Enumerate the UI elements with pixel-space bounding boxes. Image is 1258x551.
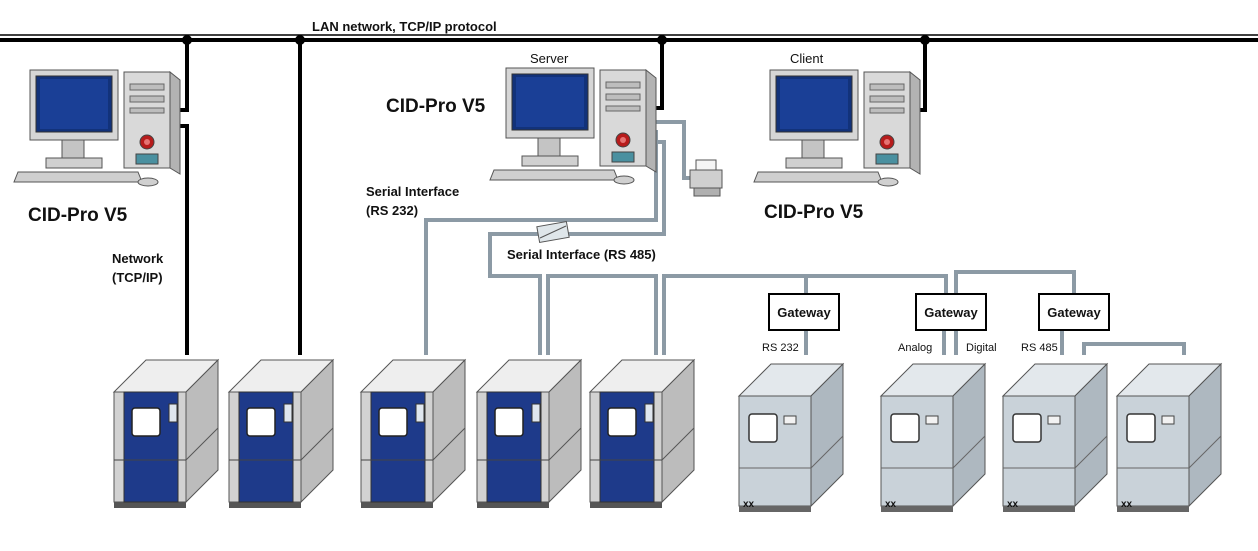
chamber-blue-5 — [589, 359, 695, 509]
gateway-label: Gateway — [924, 305, 978, 320]
lan-node — [295, 35, 305, 45]
lan-node — [657, 35, 667, 45]
link-server-printer — [646, 120, 694, 180]
server-software-label: CID-Pro V5 — [386, 96, 486, 117]
gateway-1: Gateway — [768, 293, 840, 331]
chamber-grey-2 — [880, 363, 986, 513]
chamber-grey-label: xx — [743, 499, 755, 510]
chamber-grey-label: xx — [1121, 499, 1133, 510]
rs485-converter — [536, 220, 570, 244]
server-role-label: Server — [530, 51, 569, 66]
gateway-3-port-rs485: RS 485 — [1021, 342, 1058, 354]
gateway-label: Gateway — [1047, 305, 1101, 320]
serial-rs232-label: Serial Interface (RS 232) — [366, 184, 463, 218]
network-tcpip-label: Network (TCP/IP) — [112, 251, 167, 285]
gateway-label: Gateway — [777, 305, 831, 320]
lan-label: LAN network, TCP/IP protocol — [312, 19, 497, 34]
gateway-1-port-rs232: RS 232 — [762, 342, 799, 354]
gateway-2-port-digital: Digital — [966, 342, 997, 354]
gateway-2: Gateway — [915, 293, 987, 331]
chamber-grey-label: xx — [885, 499, 897, 510]
rs485-bus-d — [954, 270, 1076, 294]
printer-icon — [689, 159, 723, 197]
client-role-label: Client — [790, 51, 824, 66]
gateway3-link-chamber4 — [1082, 342, 1186, 355]
server-computer — [489, 67, 657, 185]
rs485-bus-c — [806, 274, 948, 294]
workstation-1-computer — [13, 69, 181, 187]
gateway-3: Gateway — [1038, 293, 1110, 331]
gateway-2-port-analog: Analog — [898, 342, 932, 354]
client-computer — [753, 69, 921, 187]
serial-rs485-label: Serial Interface (RS 485) — [507, 247, 656, 262]
chamber-blue-4 — [476, 359, 582, 509]
chamber-blue-2 — [228, 359, 334, 509]
chamber-grey-3 — [1002, 363, 1108, 513]
chamber-blue-1 — [113, 359, 219, 509]
lan-node — [182, 35, 192, 45]
lan-node — [920, 35, 930, 45]
rs485-bus-b — [662, 274, 808, 355]
link-serial-rs485 — [488, 140, 666, 355]
client-software-label: CID-Pro V5 — [764, 202, 864, 223]
workstation-1-software-label: CID-Pro V5 — [28, 205, 128, 226]
chamber-grey-label: xx — [1007, 499, 1019, 510]
chamber-grey-4 — [1116, 363, 1222, 513]
lan-nodes — [182, 35, 930, 45]
rs485-bus-a — [546, 274, 658, 355]
chamber-grey-1 — [738, 363, 844, 513]
chamber-blue-3 — [360, 359, 466, 509]
